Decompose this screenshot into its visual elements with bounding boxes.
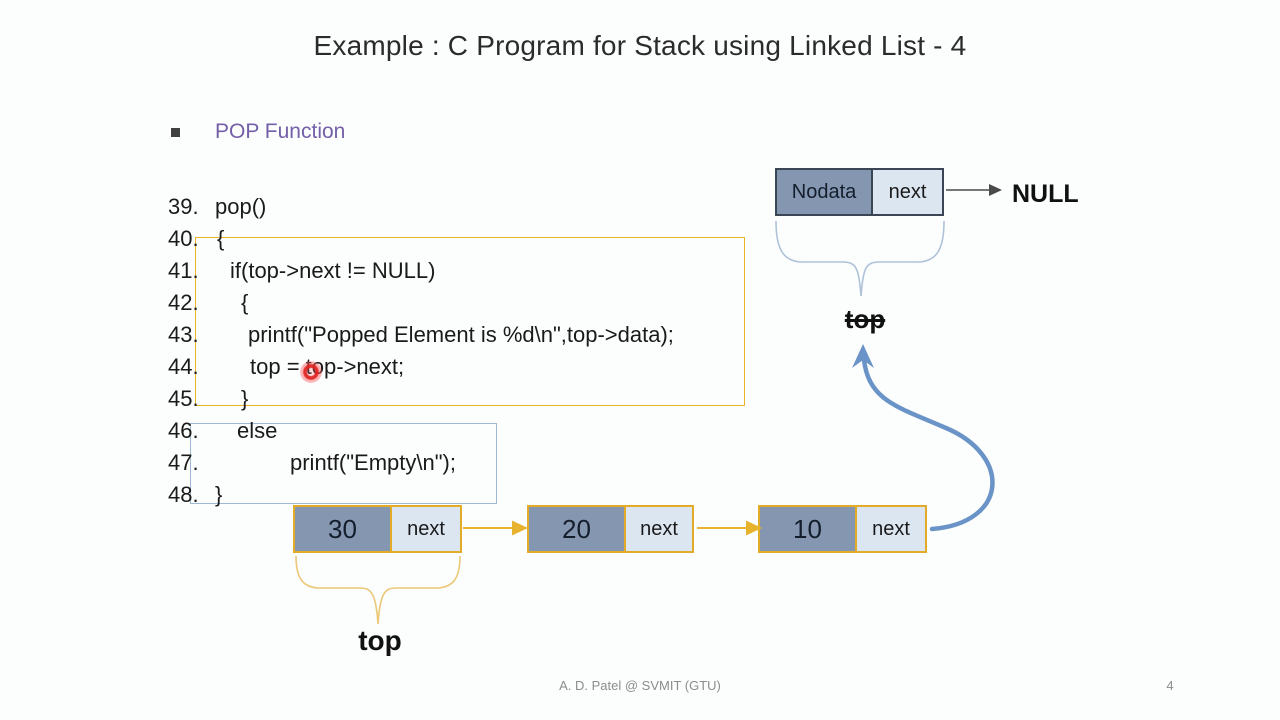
popped-node-next-cell: next: [873, 170, 942, 214]
line-number: 39.: [168, 194, 199, 219]
line-number: 42.: [168, 290, 199, 315]
top-reassign-curved-arrow: [861, 357, 995, 532]
code-text: }: [215, 482, 223, 507]
code-line-47: 47. printf("Empty\n");: [168, 447, 674, 479]
node-30-data-cell: 30: [295, 507, 392, 551]
laser-pointer-dot: [300, 361, 322, 383]
code-line-39: 39. pop(): [168, 191, 674, 223]
code-listing: 39. pop() 40. { 41. if(top->next != NULL) 4…: [168, 191, 674, 511]
else-block-highlight-box: [190, 423, 497, 504]
code-line-45: 45.}: [168, 383, 674, 415]
top-node-brace: [295, 555, 461, 625]
null-label: NULL: [1012, 180, 1079, 208]
line-number: 46.: [168, 418, 199, 443]
popped-node-brace: [775, 220, 945, 297]
popped-node-data-cell: Nodata: [777, 170, 873, 214]
line-number: 48.: [168, 482, 199, 507]
footer-credit: A. D. Patel @ SVMIT (GTU): [559, 678, 721, 693]
line-number: 43.: [168, 322, 199, 347]
code-text: pop(): [215, 194, 267, 219]
node30-to-node20-arrowhead-icon: [512, 520, 528, 536]
node-20-next-cell: next: [626, 507, 692, 551]
bullet-square-icon: [171, 128, 180, 137]
line-number: 47.: [168, 450, 199, 475]
line-number: 41.: [168, 258, 199, 283]
node-10-next-cell: next: [857, 507, 925, 551]
line-number: 40.: [168, 226, 199, 251]
node-20-data-cell: 20: [529, 507, 626, 551]
code-text: {: [241, 290, 249, 315]
popped-node: Nodata next: [775, 168, 944, 216]
code-line-44: 44. top = top->next;: [168, 351, 674, 383]
code-line-41: 41. if(top->next != NULL): [168, 255, 674, 287]
node-10-data-cell: 10: [760, 507, 857, 551]
code-text: printf("Empty\n");: [290, 450, 456, 475]
code-text: {: [217, 226, 225, 251]
list-node-30: 30 next: [293, 505, 462, 553]
top-reassign-arrowhead-icon: [852, 344, 874, 368]
if-block-highlight-box: [195, 237, 745, 406]
node-30-next-cell: next: [392, 507, 460, 551]
code-text: printf("Popped Element is %d\n",top->dat…: [248, 322, 674, 347]
code-line-48: 48.}: [168, 479, 674, 511]
code-text: else: [237, 418, 278, 443]
line-number: 45.: [168, 386, 199, 411]
next-to-null-arrowhead-icon: [989, 184, 1002, 196]
code-line-46: 46. else: [168, 415, 674, 447]
bullet-pop-function: POP Function: [215, 120, 346, 143]
line-number: 44.: [168, 354, 199, 379]
list-node-20: 20 next: [527, 505, 694, 553]
code-text: if(top->next != NULL): [230, 258, 436, 283]
code-line-43: 43. printf("Popped Element is %d\n",top->…: [168, 319, 674, 351]
top-pointer-old-label: top: [844, 304, 886, 334]
code-line-40: 40. {: [168, 223, 674, 255]
slide-title: Example : C Program for Stack using Link…: [313, 30, 967, 61]
code-text: }: [241, 386, 249, 411]
top-pointer-new-label: top: [358, 625, 402, 656]
list-node-10: 10 next: [758, 505, 927, 553]
code-line-42: 42. {: [168, 287, 674, 319]
footer-page-number: 4: [1166, 678, 1174, 693]
code-text: top = top->next;: [250, 354, 405, 379]
